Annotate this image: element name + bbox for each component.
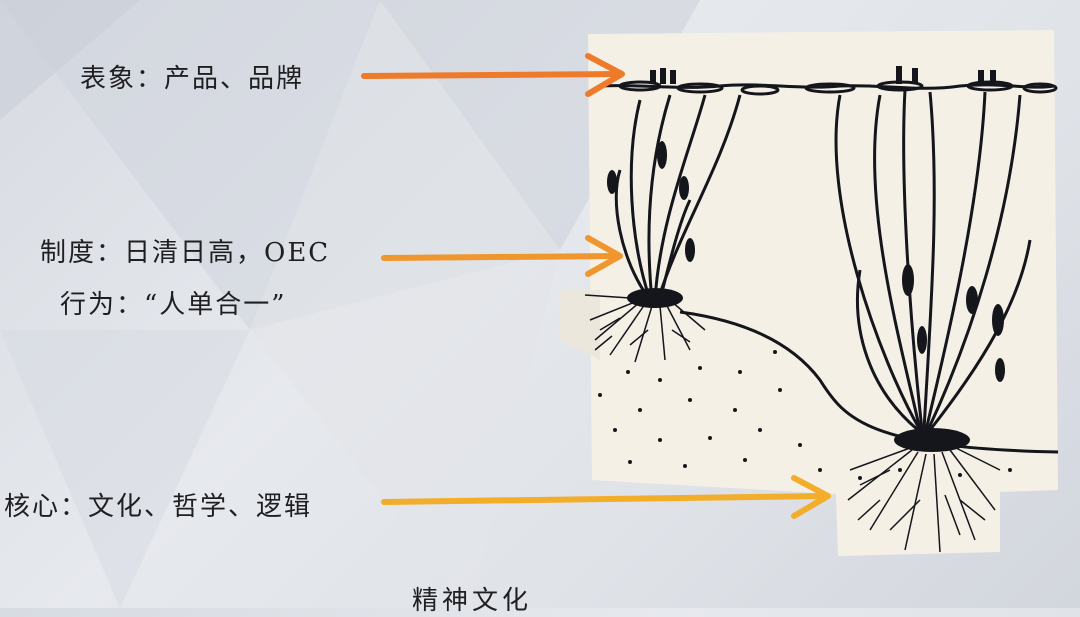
right-roots (847, 447, 1001, 553)
right-plant-spikes (902, 264, 1005, 382)
left-rhizome (627, 288, 683, 308)
arrow-surface (361, 53, 625, 97)
surface-label: 表象：产品、品牌 (80, 64, 305, 94)
core-label: 核心：文化、哲学、逻辑 (4, 492, 313, 522)
arrow-core (381, 475, 831, 519)
left-roots (584, 294, 706, 363)
soil-dots (598, 350, 1012, 480)
left-plant-spikes (607, 141, 695, 262)
surface-buds (650, 66, 996, 84)
right-rhizome (894, 428, 970, 452)
left-plant-stems (614, 94, 742, 301)
paper-sheet (588, 30, 1058, 556)
system-label: 制度：日清日高，OEC (40, 238, 331, 268)
arrow-system (381, 235, 623, 277)
behavior-label: 行为：“人单合一” (60, 290, 287, 320)
